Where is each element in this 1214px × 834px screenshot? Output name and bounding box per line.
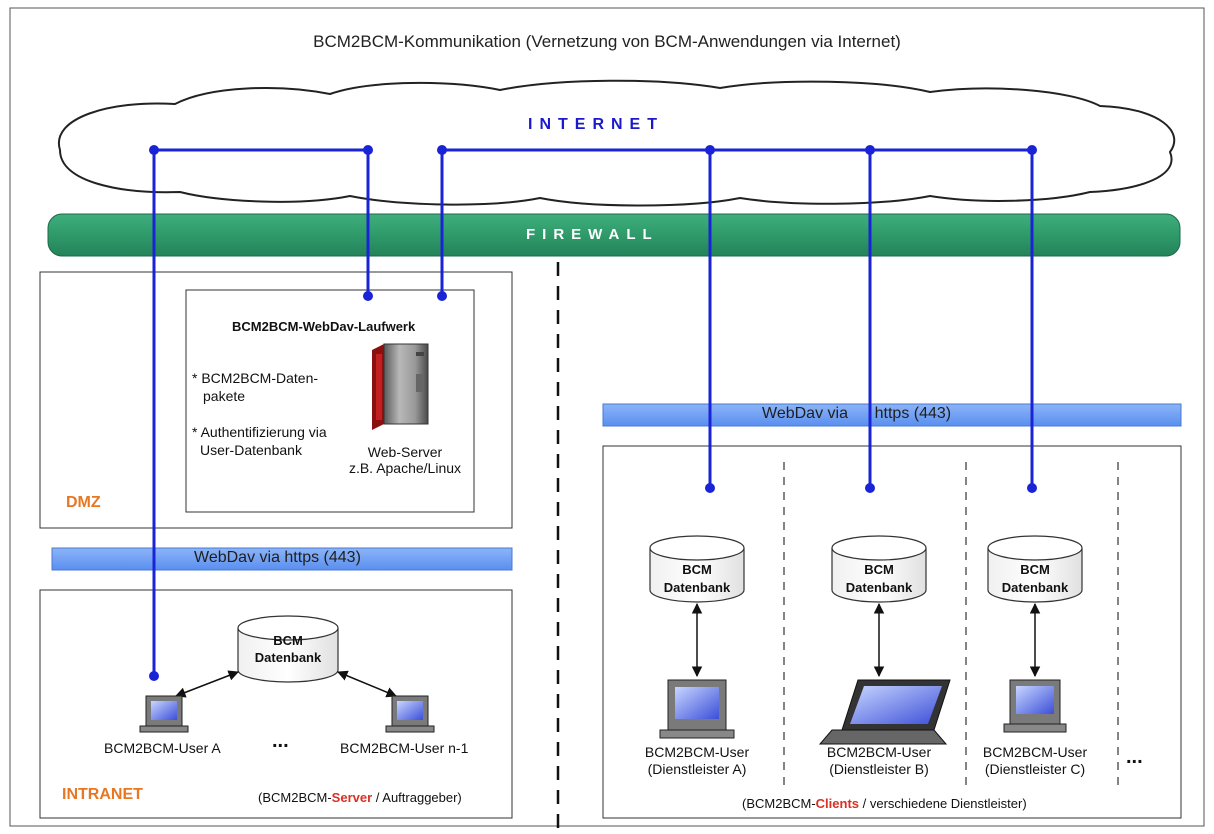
client-a-provider-label: (Dienstleister A): [647, 761, 747, 777]
client-db-a-line2: Datenbank: [663, 580, 731, 595]
firewall-bar: [47, 213, 1181, 257]
client-db-icon-a: [649, 535, 745, 603]
diagram-title: BCM2BCM-Kommunikation (Vernetzung von BC…: [313, 32, 901, 51]
intranet-caption-prefix: (BCM2BCM-: [258, 790, 332, 805]
client-db-icon-b: [831, 535, 927, 603]
client-c-provider-label: (Dienstleister C): [984, 761, 1086, 777]
network-nodes: [149, 145, 1037, 681]
intranet-db-label-line1: BCM: [273, 633, 303, 648]
bullet-auth-line2: User-Datenbank: [200, 442, 302, 458]
webdav-band-right: [602, 403, 1182, 427]
clients-caption-prefix: (BCM2BCM-: [742, 796, 816, 811]
data-arrows: [175, 602, 1041, 698]
web-server-label-line1: Web-Server: [367, 444, 443, 460]
internet-cloud: [57, 79, 1176, 207]
intranet-ellipsis: ...: [272, 730, 289, 752]
webdav-right-label: WebDav via https (443): [762, 405, 952, 422]
intranet-caption-highlight: Server: [331, 790, 373, 805]
client-db-c-line1: BCM: [1020, 562, 1050, 577]
clients-caption-highlight: Clients: [815, 796, 860, 811]
client-b-provider-label: (Dienstleister B): [829, 761, 929, 777]
client-b-user-label: BCM2BCM-User: [826, 744, 932, 760]
client-db-b-line1: BCM: [864, 562, 894, 577]
clients-ellipsis: ...: [1126, 746, 1143, 768]
computer-icon-user-n: [385, 695, 435, 733]
bullet-datenpakete-line2: pakete: [203, 388, 246, 404]
user-a-label: BCM2BCM-User A: [104, 740, 221, 756]
bullet-auth-line1: * Authentifizierung via: [192, 424, 327, 440]
client-db-c-line2: Datenbank: [1001, 580, 1069, 595]
webdav-band-left: [51, 547, 513, 571]
computer-icon-client-a: [659, 679, 735, 739]
client-db-b-line2: Datenbank: [845, 580, 913, 595]
bullet-datenpakete-line1: * BCM2BCM-Daten-: [192, 370, 319, 386]
client-db-a-line1: BCM: [682, 562, 712, 577]
internet-label: INTERNET: [528, 116, 664, 133]
clients-caption: (BCM2BCM-Clients / verschiedene Dienstle…: [742, 796, 1027, 811]
webdav-left-label: WebDav via https (443): [194, 549, 361, 566]
intranet-label: INTRANET: [62, 786, 143, 803]
webdav-drive-title: BCM2BCM-WebDav-Laufwerk: [232, 319, 416, 334]
dmz-label: DMZ: [66, 494, 101, 511]
intranet-db-label-line2: Datenbank: [254, 650, 322, 665]
intranet-db-icon: [237, 615, 339, 683]
outer-frame: [9, 7, 1205, 827]
intranet-caption-suffix: / Auftraggeber): [372, 790, 462, 805]
user-n-label: BCM2BCM-User n-1: [340, 740, 469, 756]
laptop-icon-client-b: [818, 679, 951, 745]
client-db-icon-c: [987, 535, 1083, 603]
firewall-label: FIREWALL: [526, 226, 659, 243]
clients-caption-suffix: / verschiedene Dienstleister): [859, 796, 1027, 811]
intranet-caption: (BCM2BCM-Server / Auftraggeber): [258, 790, 462, 805]
web-server-icon: [372, 343, 429, 430]
web-server-label-line2: z.B. Apache/Linux: [348, 460, 462, 476]
computer-icon-user-a: [139, 695, 189, 733]
client-c-user-label: BCM2BCM-User: [982, 744, 1088, 760]
client-a-user-label: BCM2BCM-User: [644, 744, 750, 760]
computer-icon-client-c: [1003, 679, 1067, 733]
